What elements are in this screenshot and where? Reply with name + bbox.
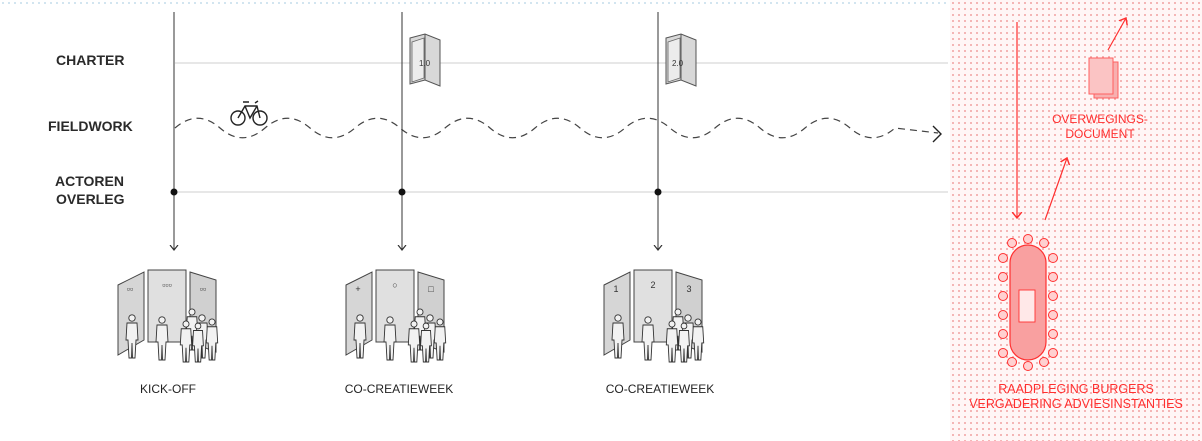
charter-book-icon-2: 2.0 [665, 33, 697, 87]
book-label: 1.0 [419, 59, 431, 68]
caption-cocreatie-2: CO-CREATIEWEEK [605, 382, 715, 396]
row-label-charter: CHARTER [56, 52, 125, 68]
board-sign: ○ [392, 280, 397, 290]
chair-icon [1048, 310, 1058, 320]
person-icon [678, 322, 690, 363]
board-sign: 1 [613, 284, 618, 294]
chair-icon [1048, 253, 1058, 263]
book-label: 2.0 [672, 59, 684, 68]
top-border [0, 0, 1202, 8]
chair-icon [998, 329, 1008, 339]
board-sign: ▫▫ [200, 284, 206, 294]
chair-icon [1039, 357, 1049, 367]
person-icon [353, 314, 367, 359]
person-icon [641, 316, 655, 361]
chair-icon [998, 291, 1008, 301]
board-sign: ▫▫ [127, 284, 133, 294]
board-sign: + [355, 284, 360, 294]
board-sign: ▫▫▫ [162, 280, 172, 290]
document-stack-icon [1088, 57, 1119, 99]
chair-icon [998, 348, 1008, 358]
meeting-label-line-1: RAADPLEGING BURGERS [998, 382, 1154, 396]
meeting-document [1018, 289, 1036, 323]
person-icon [433, 318, 447, 361]
meeting-label-line-2: VERGADERING ADVIESINSTANTIES [969, 397, 1183, 411]
red-up-arrow-meeting [1044, 158, 1067, 221]
document-label-line-1: OVERWEGINGS- [1052, 112, 1148, 126]
document-label: OVERWEGINGS- DOCUMENT [1030, 112, 1170, 142]
row-label-fieldwork: FIELDWORK [48, 118, 133, 134]
person-icon [205, 318, 219, 361]
row-label-overleg: OVERLEG [56, 191, 125, 207]
chair-icon [1007, 357, 1017, 367]
person-icon [691, 318, 705, 361]
person-icon [407, 320, 421, 363]
person-icon [665, 320, 679, 363]
chair-icon [1039, 238, 1049, 248]
chair-icon [998, 272, 1008, 282]
person-icon [420, 322, 432, 363]
person-icon [611, 314, 625, 359]
cocreatie-2-illustration: 1 2 3 [603, 269, 705, 363]
person-icon [179, 320, 193, 363]
meeting-table-icon [998, 234, 1058, 371]
row-label-actoren: ACTOREN [55, 173, 124, 189]
caption-cocreatie-1: CO-CREATIEWEEK [344, 382, 454, 396]
person-icon [155, 316, 169, 361]
kickoff-illustration: ▫▫▫▫▫▫▫ [117, 269, 219, 363]
chair-icon [1048, 291, 1058, 301]
person-icon [125, 314, 139, 359]
charter-book-icon-1: 1.0 [409, 33, 441, 87]
chair-icon [1023, 361, 1033, 371]
cocreatie-1-illustration: + ○ □ [345, 269, 447, 363]
chair-icon [1007, 238, 1017, 248]
caption-kickoff: KICK-OFF [140, 382, 196, 396]
meeting-dot [398, 188, 406, 196]
meeting-dot [170, 188, 178, 196]
chair-icon [1048, 348, 1058, 358]
fieldwork-arrowhead [932, 125, 942, 143]
chair-icon [1048, 329, 1058, 339]
board-sign: □ [428, 284, 434, 294]
chair-icon [998, 310, 1008, 320]
red-up-arrow-document [1107, 18, 1126, 51]
meeting-dot [654, 188, 662, 196]
person-icon [192, 322, 204, 363]
board-sign: 3 [686, 284, 691, 294]
document-label-line-2: DOCUMENT [1065, 127, 1135, 141]
meeting-label: RAADPLEGING BURGERS VERGADERING ADVIESIN… [952, 382, 1200, 412]
board-sign: 2 [650, 280, 655, 290]
chair-icon [1023, 234, 1033, 244]
outcome-panel [950, 0, 1202, 441]
person-icon [383, 316, 397, 361]
chair-icon [998, 253, 1008, 263]
chair-icon [1048, 272, 1058, 282]
bicycle-icon [230, 100, 268, 126]
fieldwork-wave [174, 117, 939, 139]
